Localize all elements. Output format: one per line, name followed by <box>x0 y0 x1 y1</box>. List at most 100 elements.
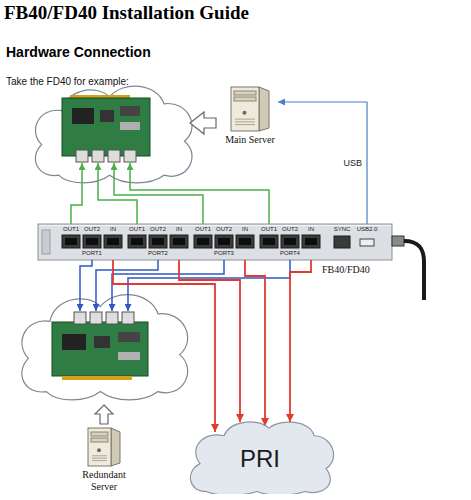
cable <box>404 241 424 300</box>
usb-link <box>278 102 367 224</box>
port-label: OUT1 <box>129 226 145 233</box>
intro-text: Take the FD40 for example: <box>6 76 129 88</box>
server-front <box>231 87 259 131</box>
jack-opening <box>239 238 251 245</box>
jack-opening <box>218 238 230 245</box>
usb-port <box>360 239 374 246</box>
panel-ear <box>42 230 50 254</box>
section-heading: Hardware Connection <box>6 44 151 61</box>
jack-housing <box>62 235 80 248</box>
wire <box>130 163 269 224</box>
wire <box>112 260 224 311</box>
port-label: OUT1 <box>195 226 211 233</box>
drive-bay <box>91 432 108 436</box>
trunk-line <box>290 260 311 422</box>
port-label: OUT2 <box>282 226 298 233</box>
trunk-line <box>113 260 215 432</box>
jack-opening <box>173 238 185 245</box>
panel-jacks <box>62 235 374 248</box>
port-label: PORT2 <box>148 250 168 257</box>
chip <box>72 108 94 124</box>
server-node: Main Server <box>222 86 278 146</box>
jack-housing <box>215 235 233 248</box>
usb-cable <box>392 236 424 300</box>
device-label: FB40/FD40 <box>320 264 372 276</box>
server-label: Redundant Server <box>73 469 135 493</box>
rj45-jack <box>281 235 299 248</box>
chip <box>118 332 140 342</box>
hollow-arrow <box>190 112 216 134</box>
gold-fingers <box>62 376 132 380</box>
network-cloud: PRI <box>185 418 335 494</box>
vent-line <box>92 455 107 456</box>
jack-housing <box>260 235 278 248</box>
jack-opening <box>107 238 119 245</box>
device-panel: FB40/FD40 <box>38 224 392 260</box>
server-side <box>259 87 269 131</box>
card-jack <box>108 150 120 162</box>
port-label: OUT1 <box>261 226 277 233</box>
bottom-cloud <box>22 295 188 400</box>
chip <box>120 106 140 116</box>
panel-highlight <box>39 225 391 226</box>
port-label: IN <box>242 226 248 233</box>
jack-opening <box>65 238 77 245</box>
jack-opening <box>131 238 143 245</box>
panel-housing <box>38 224 392 260</box>
chip <box>94 336 110 348</box>
drive-bay <box>234 91 256 95</box>
hollow-arrow <box>95 405 113 424</box>
vent-line <box>92 458 107 459</box>
vent-line <box>92 460 107 461</box>
rj45-jack <box>194 235 212 248</box>
port-label: PORT4 <box>280 250 300 257</box>
page-title: FB40/FD40 Installation Guide <box>4 2 249 24</box>
port-label: OUT2 <box>216 226 232 233</box>
power-button <box>97 448 101 452</box>
server-side <box>111 428 120 466</box>
wire <box>96 260 158 311</box>
chip <box>100 110 114 122</box>
rj45-jack <box>149 235 167 248</box>
jack-housing <box>194 235 212 248</box>
port-label: OUT2 <box>150 226 166 233</box>
port-label: PORT1 <box>82 250 102 257</box>
card-jack <box>124 150 136 162</box>
rj45-jack <box>128 235 146 248</box>
jack-opening <box>86 238 98 245</box>
rj45-jack <box>170 235 188 248</box>
wire <box>114 163 203 224</box>
jack-opening <box>197 238 209 245</box>
interface-card <box>62 95 150 162</box>
device-panel-drawing <box>38 224 392 260</box>
connector-label: USB <box>342 158 363 169</box>
jack-housing <box>149 235 167 248</box>
rj45-jack <box>236 235 254 248</box>
card-board <box>52 322 148 376</box>
rj45-jack <box>260 235 278 248</box>
cloud-label: PRI <box>240 445 280 473</box>
jack-housing <box>128 235 146 248</box>
trunk-line <box>179 260 240 422</box>
jack-housing <box>83 235 101 248</box>
jack-opening <box>152 238 164 245</box>
rj45-jack <box>104 235 122 248</box>
rj45-jack <box>215 235 233 248</box>
port-label: OUT1 <box>63 226 79 233</box>
jack-opening <box>305 238 317 245</box>
sync-port <box>334 236 350 248</box>
card-jack <box>90 312 102 324</box>
vent-line <box>235 119 255 120</box>
port-label: SYNC <box>334 226 351 233</box>
card-board <box>62 98 150 156</box>
rj45-jack <box>83 235 101 248</box>
cable-plug <box>392 236 404 246</box>
jack-opening <box>263 238 275 245</box>
blue-wires <box>80 260 290 311</box>
cloud-outline <box>22 295 188 400</box>
wire <box>80 260 92 311</box>
port-label: USB2.0 <box>357 226 378 233</box>
wire <box>71 163 82 224</box>
vent-line <box>235 121 255 122</box>
port-label: OUT2 <box>84 226 100 233</box>
